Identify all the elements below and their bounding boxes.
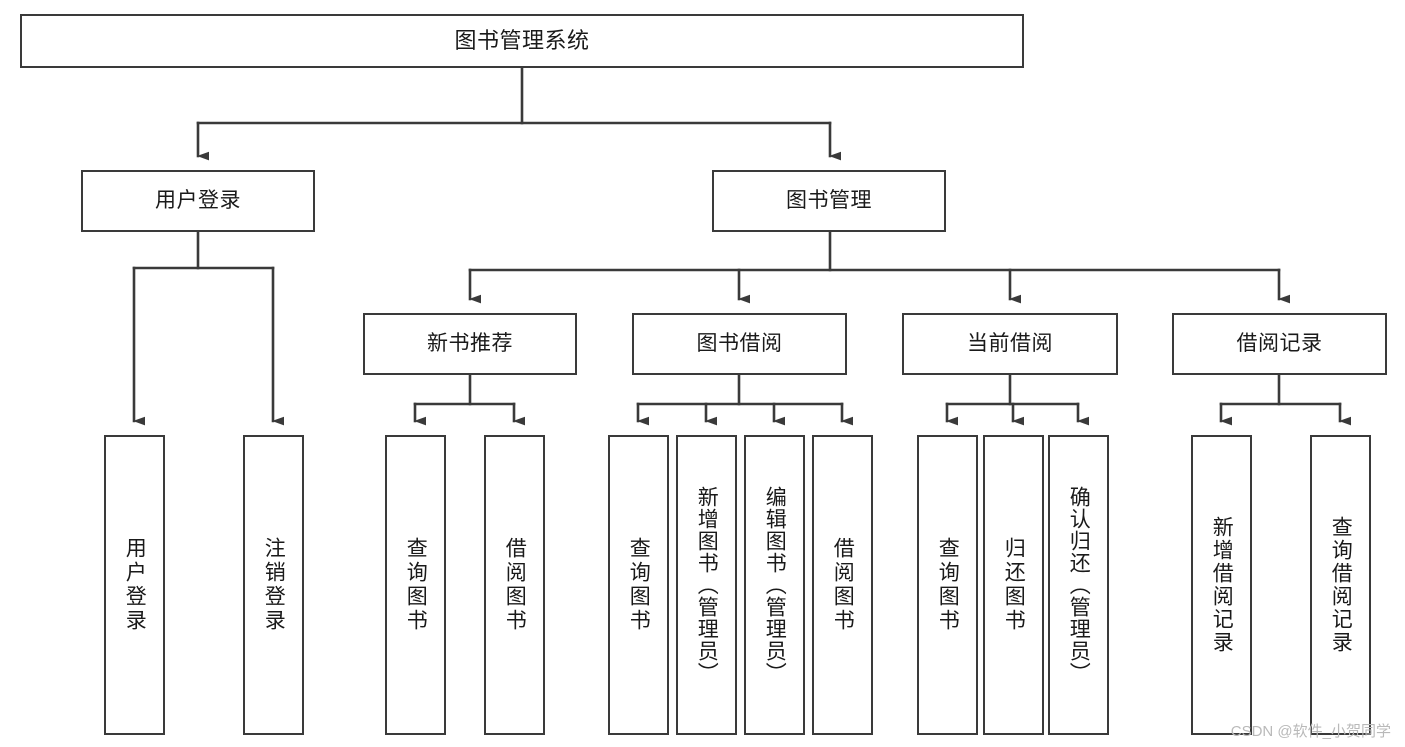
node-current-borrow-label: 当前借阅: [967, 332, 1053, 356]
node-user-login[interactable]: 用户登录: [81, 170, 315, 232]
connector-group-borrow-record: [1219, 373, 1351, 426]
node-leaf-edit-book-label: 编辑图书（管理员）: [763, 486, 787, 684]
node-leaf-add-record-label: 新增借阅记录: [1210, 516, 1234, 654]
node-leaf-borrow-book[interactable]: 借阅图书: [812, 435, 873, 735]
node-leaf-confirm-return[interactable]: 确认归还（管理员）: [1048, 435, 1109, 735]
node-leaf-user-logout[interactable]: 注销登录: [243, 435, 304, 735]
node-leaf-query-book-rec[interactable]: 查询图书: [385, 435, 446, 735]
node-user-login-label: 用户登录: [155, 189, 241, 213]
node-root[interactable]: 图书管理系统: [20, 14, 1024, 68]
node-leaf-add-book-label: 新增图书（管理员）: [695, 486, 719, 684]
node-leaf-return-book-label: 归还图书: [1002, 537, 1026, 633]
connector-group-book-manage: [468, 230, 1290, 304]
node-leaf-add-record[interactable]: 新增借阅记录: [1191, 435, 1252, 735]
node-leaf-user-login[interactable]: 用户登录: [104, 435, 165, 735]
node-current-borrow[interactable]: 当前借阅: [902, 313, 1118, 375]
node-leaf-query-record-label: 查询借阅记录: [1329, 516, 1353, 654]
node-leaf-borrow-book-rec-label: 借阅图书: [503, 537, 527, 633]
node-borrow-record-label: 借阅记录: [1236, 332, 1323, 356]
node-leaf-add-book[interactable]: 新增图书（管理员）: [676, 435, 737, 735]
node-leaf-query-book-rec-label: 查询图书: [404, 537, 428, 633]
connector-group-current-borrow: [945, 373, 1089, 426]
node-leaf-return-book[interactable]: 归还图书: [983, 435, 1044, 735]
node-leaf-user-logout-label: 注销登录: [262, 537, 286, 633]
node-new-book-recommend[interactable]: 新书推荐: [363, 313, 577, 375]
node-leaf-confirm-return-label: 确认归还（管理员）: [1067, 486, 1091, 684]
node-borrow-record[interactable]: 借阅记录: [1172, 313, 1387, 375]
node-leaf-query-book-borrow[interactable]: 查询图书: [608, 435, 669, 735]
node-leaf-edit-book[interactable]: 编辑图书（管理员）: [744, 435, 805, 735]
node-book-borrow[interactable]: 图书借阅: [632, 313, 847, 375]
node-leaf-user-login-label: 用户登录: [123, 537, 147, 633]
node-book-manage[interactable]: 图书管理: [712, 170, 946, 232]
node-root-label: 图书管理系统: [454, 27, 590, 53]
node-book-manage-label: 图书管理: [786, 189, 872, 213]
node-leaf-borrow-book-label: 借阅图书: [831, 537, 855, 633]
connector-group-new-book-recommend: [413, 373, 525, 426]
node-leaf-borrow-book-rec[interactable]: 借阅图书: [484, 435, 545, 735]
node-new-book-recommend-label: 新书推荐: [427, 332, 513, 356]
connector-group-user-login: [132, 230, 284, 426]
node-leaf-query-book-borrow-label: 查询图书: [627, 537, 651, 633]
node-leaf-query-book-cur[interactable]: 查询图书: [917, 435, 978, 735]
connector-group-root: [196, 66, 841, 161]
node-leaf-query-record[interactable]: 查询借阅记录: [1310, 435, 1371, 735]
node-leaf-query-book-cur-label: 查询图书: [936, 537, 960, 633]
connector-group-book-borrow: [636, 373, 853, 426]
node-book-borrow-label: 图书借阅: [696, 332, 783, 356]
